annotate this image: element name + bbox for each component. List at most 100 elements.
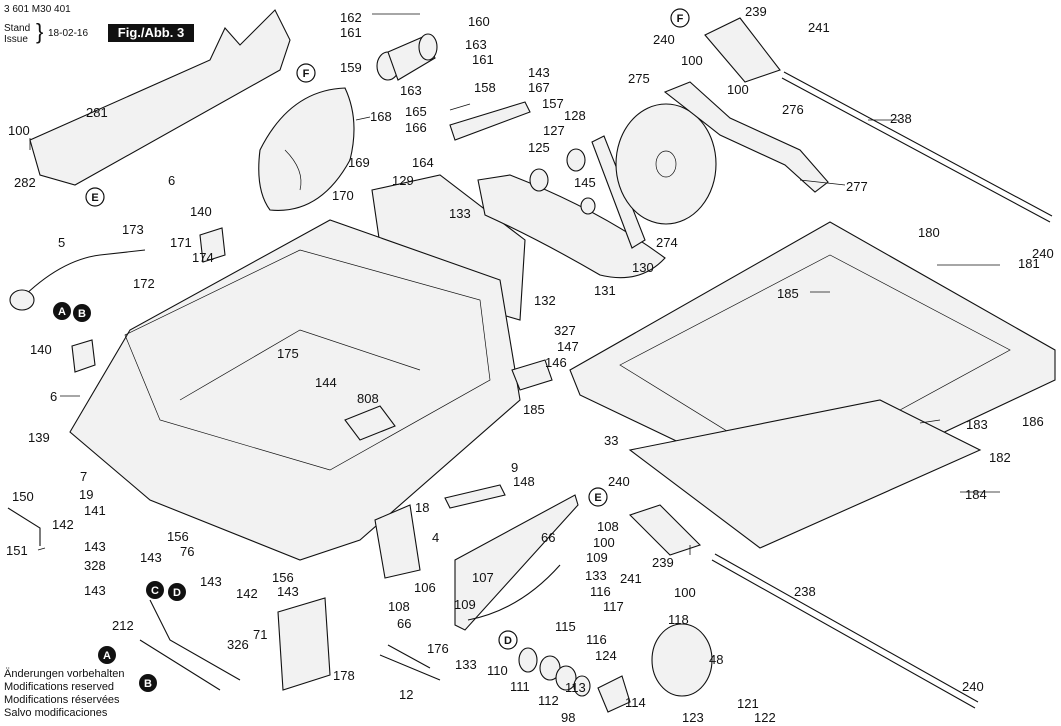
label-186: 186: [1022, 414, 1044, 429]
part-239-bracket-top: [704, 17, 781, 83]
label-172: 172: [133, 276, 155, 291]
part-178-switchbox: [277, 597, 331, 691]
label-277: 277: [846, 179, 868, 194]
svg-text:D: D: [504, 635, 512, 647]
guard-slot: [284, 149, 302, 191]
ref-E-lower: E: [588, 487, 608, 507]
part-118-gear: [651, 623, 713, 697]
label-109: 109: [586, 550, 608, 565]
label-48: 48: [709, 652, 723, 667]
part-281-rail: [29, 9, 291, 186]
label-129: 129: [392, 173, 414, 188]
label-5: 5: [58, 235, 65, 250]
label-143: 143: [277, 584, 299, 599]
label-100: 100: [727, 82, 749, 97]
part-238-rod-bottom: [711, 553, 979, 709]
label-167: 167: [528, 80, 550, 95]
label-151: 151: [6, 543, 28, 558]
label-178: 178: [333, 668, 355, 683]
label-170: 170: [332, 188, 354, 203]
label-183: 183: [966, 417, 988, 432]
svg-text:D: D: [173, 587, 181, 599]
label-160: 160: [468, 14, 490, 29]
label-158: 158: [474, 80, 496, 95]
label-163: 163: [465, 37, 487, 52]
label-6: 6: [50, 389, 57, 404]
notice-line-en: Modifications reserved: [4, 681, 115, 693]
ref-B-cable: B: [139, 674, 157, 692]
part-labels: 281 100 282 162 161 160 163 161 159 163 …: [6, 4, 1054, 725]
label-157: 157: [542, 96, 564, 111]
label-100: 100: [8, 123, 30, 138]
label-174: 174: [192, 250, 214, 265]
label-143: 143: [528, 65, 550, 80]
label-159: 159: [340, 60, 362, 75]
part-112-washer: [555, 665, 577, 691]
housing-rib: [179, 329, 421, 401]
part-182-plate: [628, 399, 982, 549]
label-111: 111: [510, 679, 530, 694]
label-100: 100: [681, 53, 703, 68]
label-185: 185: [523, 402, 545, 417]
label-132: 132: [534, 293, 556, 308]
part-145-nut: [580, 197, 596, 215]
label-128: 128: [564, 108, 586, 123]
ref-F-top-right: F: [670, 8, 690, 28]
parts-artwork: [7, 9, 1056, 713]
part-113-washer: [573, 675, 591, 697]
part-159-dust-port: [376, 33, 438, 81]
ref-D-bevel: D: [498, 630, 518, 650]
part-146-clip: [511, 359, 553, 391]
label-161: 161: [340, 25, 362, 40]
label-66: 66: [541, 530, 555, 545]
label-123: 123: [682, 710, 704, 725]
document-number: 3 601 M30 401: [4, 4, 71, 15]
label-145: 145: [574, 175, 596, 190]
issue-date: 18-02-16: [48, 28, 89, 39]
label-9: 9: [511, 460, 518, 475]
label-282: 282: [14, 175, 36, 190]
label-124: 124: [595, 648, 617, 663]
issue-label: Issue: [4, 34, 28, 45]
part-808-label: [344, 405, 396, 441]
label-117: 117: [603, 599, 624, 614]
label-169: 169: [348, 155, 370, 170]
label-6: 6: [168, 173, 175, 188]
label-184: 184: [965, 487, 987, 502]
part-140-clamp-b: [71, 339, 96, 373]
svg-text:E: E: [91, 192, 98, 204]
label-66: 66: [397, 616, 411, 631]
label-139: 139: [28, 430, 50, 445]
part-239-bracket-bottom: [628, 504, 702, 556]
label-168: 168: [370, 109, 392, 124]
label-100: 100: [674, 585, 696, 600]
part-4-switch: [374, 504, 421, 579]
part-106-arm: [454, 494, 579, 631]
notice-line-de: Änderungen vorbehalten: [4, 668, 125, 680]
label-164: 164: [412, 155, 434, 170]
brace-glyph: }: [36, 19, 44, 44]
label-12: 12: [399, 687, 413, 702]
label-18: 18: [415, 500, 429, 515]
label-76: 76: [180, 544, 194, 559]
label-122: 122: [754, 710, 776, 725]
label-142: 142: [236, 586, 258, 601]
label-71: 71: [253, 627, 267, 642]
part-212-cable: [139, 599, 241, 691]
part-148-sheet: [444, 484, 506, 509]
part-275-blade: [615, 103, 717, 225]
notice-line-es: Salvo modificaciones: [4, 707, 108, 719]
label-173: 173: [122, 222, 144, 237]
label-241: 241: [808, 20, 830, 35]
label-110: 110: [487, 663, 508, 678]
part-139-housing: [69, 219, 521, 561]
part-12-clips: [379, 644, 441, 681]
label-131: 131: [594, 283, 616, 298]
label-113: 113: [565, 680, 586, 695]
ref-A-cord: A: [53, 302, 71, 320]
part-5-cord: [19, 249, 146, 301]
label-185: 185: [777, 286, 799, 301]
ref-B-cord: B: [73, 304, 91, 322]
part-277-arm: [663, 81, 829, 193]
